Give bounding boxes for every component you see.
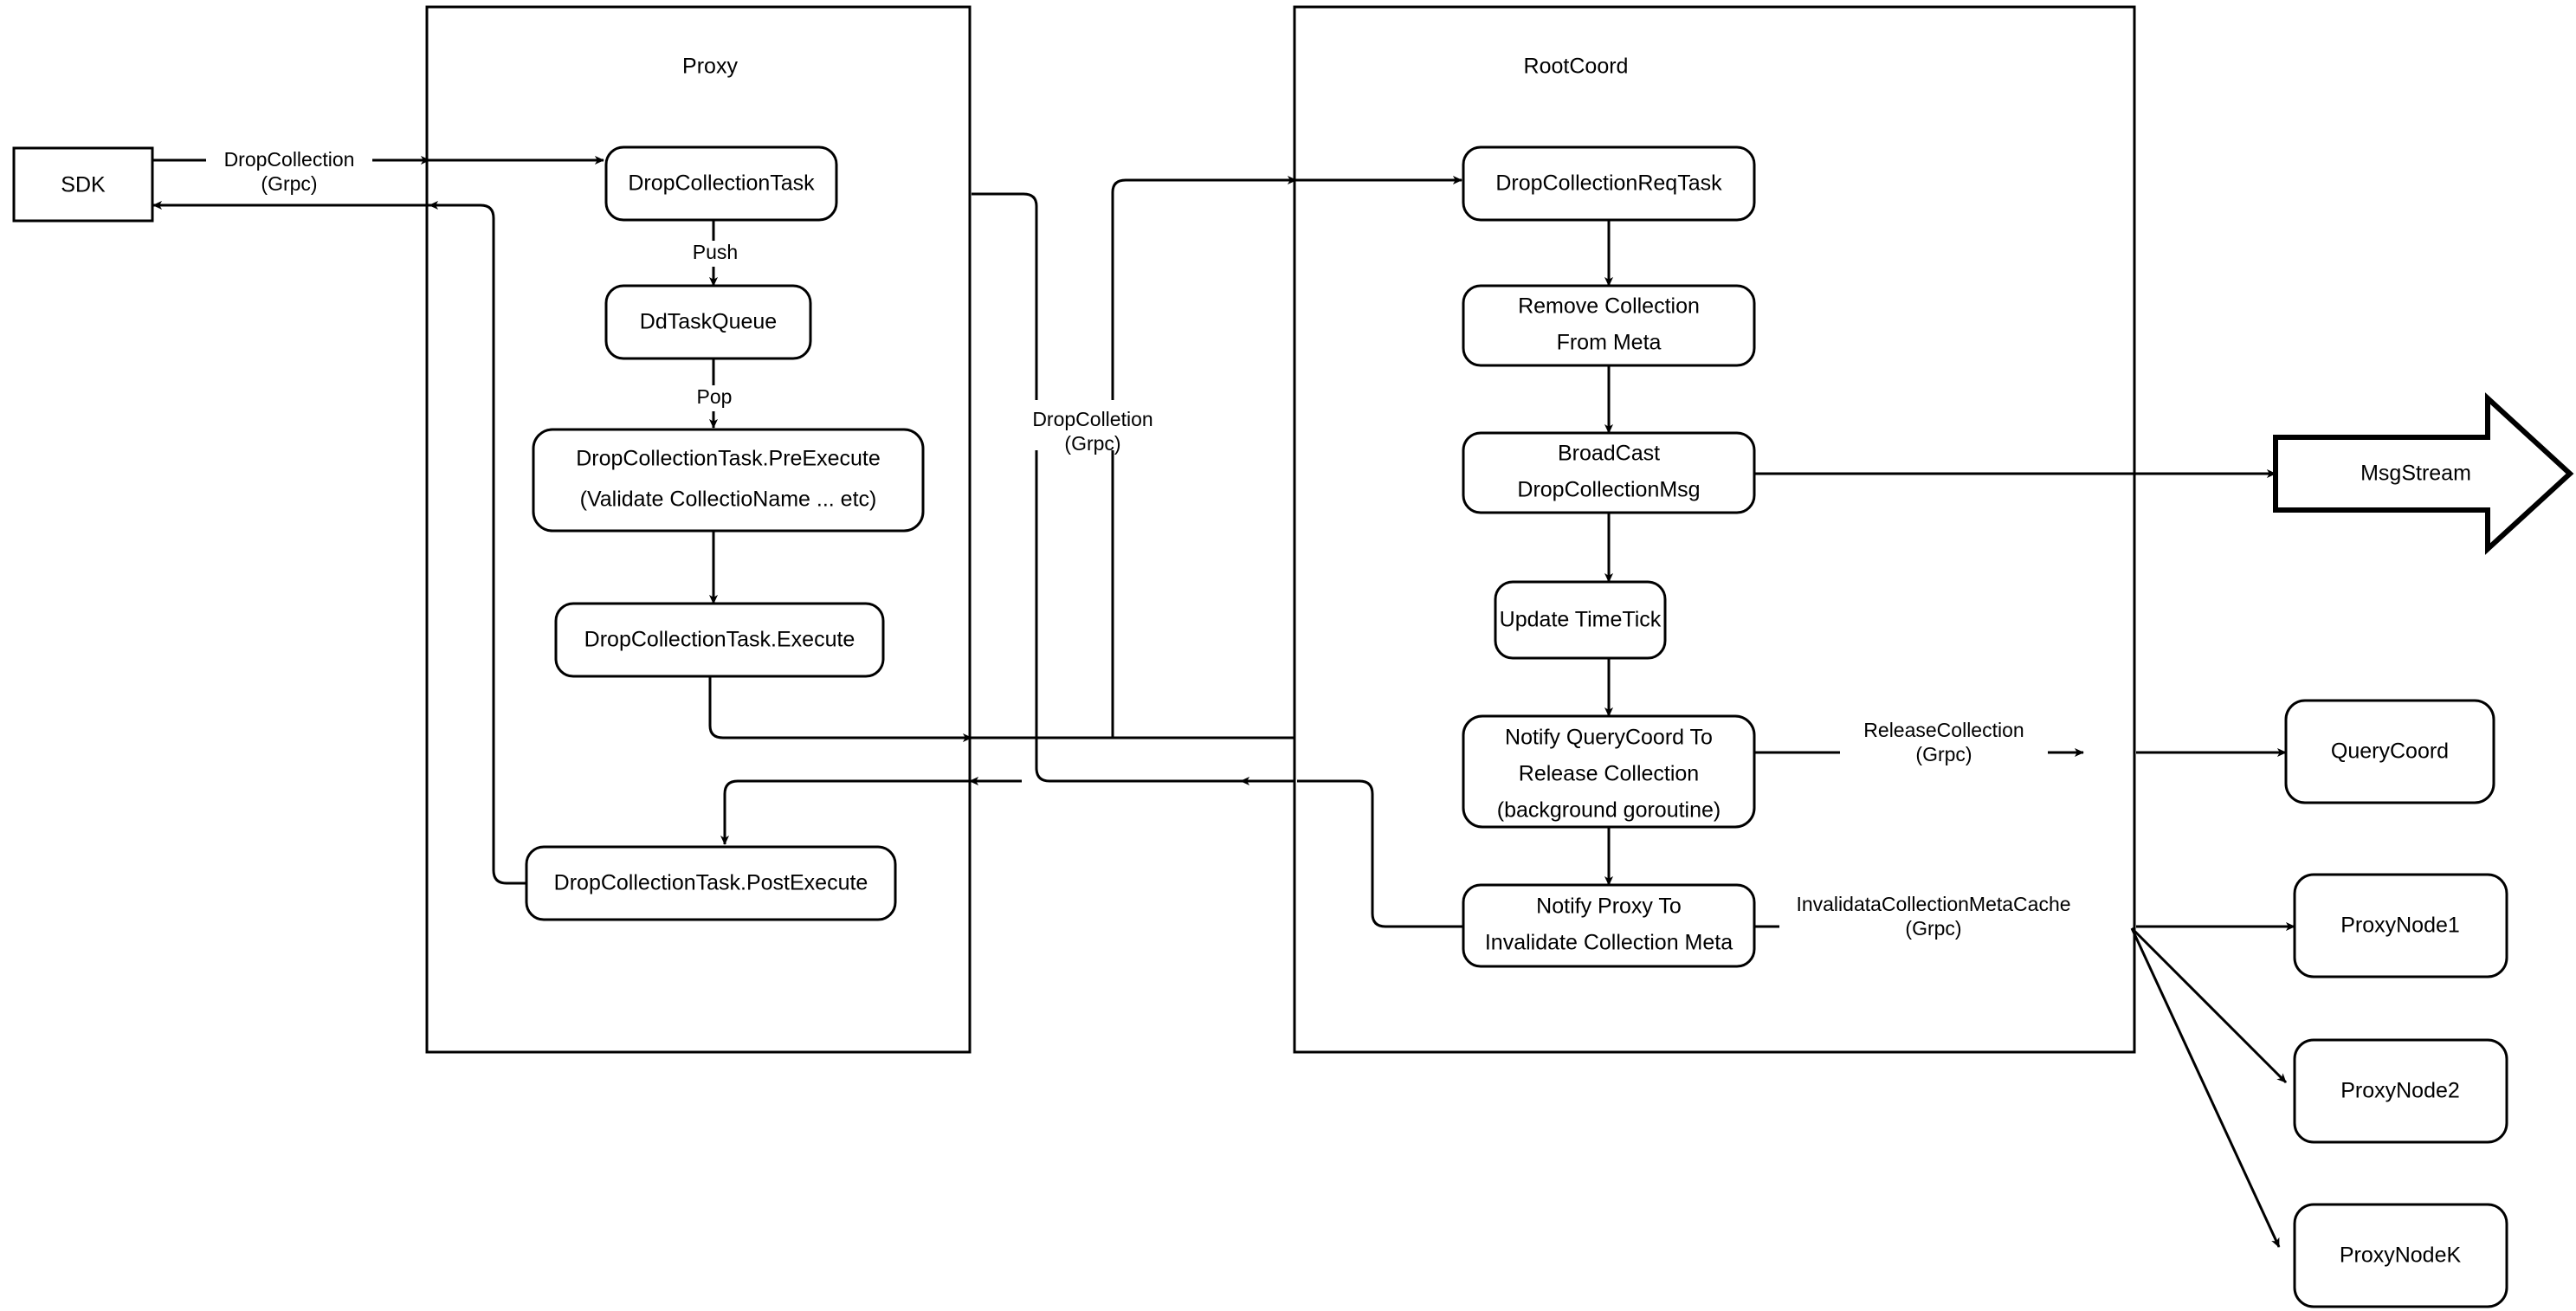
drop-collection-task-rect[interactable] [604,145,838,222]
label-bg-push [684,241,746,267]
proxynodek-label: ProxyNodeK [2340,1243,2462,1268]
label-invalidate-cache-line1: InvalidataCollectionMetaCache [1796,893,2070,915]
edge-label-pop: Pop [688,385,741,411]
edge-postexecute-to-sdk [152,200,530,885]
post-execute-rect[interactable] [525,845,897,921]
notify-querycoord-rect[interactable] [1462,714,1756,829]
notify-proxy-line1: Notify Proxy To [1536,894,1682,919]
label-bg-pop [688,385,741,411]
drop-collection-task-label: DropCollectionTask [628,171,815,196]
edge-into-postexecute [720,779,970,845]
node-dd-task-queue[interactable]: DdTaskQueue [604,284,812,360]
node-sdk[interactable]: SDK [12,146,154,223]
notify-querycoord-line1: Notify QueryCoord To [1505,726,1713,750]
edge-to-proxynode2 [2130,927,2288,1084]
node-notify-proxy[interactable]: Notify Proxy To Invalidate Collection Me… [1462,883,1756,968]
broadcast-drop-collection-msg-rect[interactable] [1462,431,1756,514]
node-remove-collection-from-meta[interactable]: Remove Collection From Meta [1462,284,1756,367]
edge-label-release-collection: ReleaseCollection (Grpc) [1840,710,2048,765]
pre-execute-label-line1: DropCollectionTask.PreExecute [576,447,881,471]
querycoord-rect[interactable] [2284,699,2495,804]
node-querycoord[interactable]: QueryCoord [2284,699,2495,804]
edge-label-proxy-to-rootcoord: DropColletion (Grpc) [1026,400,1199,455]
edge-label-push: Push [684,241,746,267]
update-timetick-label: Update TimeTick [1500,608,1662,632]
label-release-collection-line1: ReleaseCollection [1863,719,2024,741]
remove-collection-from-meta-line1: Remove Collection [1518,294,1700,319]
label-bg-sdk-to-proxy [206,140,372,191]
node-broadcast-drop-collection-msg[interactable]: BroadCast DropCollectionMsg [1462,431,1756,514]
msgstream-block-arrow[interactable] [2273,392,2574,555]
rootcoord-container-label: RootCoord [1524,55,1629,79]
proxynodek-rect[interactable] [2293,1203,2508,1308]
node-post-execute[interactable]: DropCollectionTask.PostExecute [525,845,897,921]
msgstream-label: MsgStream [2360,462,2471,486]
label-bg-invalidate-cache [1779,885,2088,935]
proxynode1-rect[interactable] [2293,873,2508,978]
dd-task-queue-rect[interactable] [604,284,812,360]
proxynode2-rect[interactable] [2293,1038,2508,1144]
label-sdk-to-proxy-line2: (Grpc) [261,172,317,195]
update-timetick-rect[interactable] [1494,580,1667,660]
node-proxynodek[interactable]: ProxyNodeK [2293,1203,2508,1308]
drop-collection-req-task-label: DropCollectionReqTask [1495,171,1722,196]
proxynode1-label: ProxyNode1 [2340,914,2460,938]
edge-proxy-to-rootcoord-vertical [1111,178,1294,738]
edge-to-proxynodek [2130,927,2281,1248]
edge-rootcoord-return-to-proxy [972,192,1241,783]
node-pre-execute[interactable]: DropCollectionTask.PreExecute (Validate … [532,428,925,533]
pre-execute-label-line2: (Validate CollectioName ... etc) [580,488,877,512]
post-execute-label: DropCollectionTask.PostExecute [554,871,868,895]
broadcast-line2: DropCollectionMsg [1517,478,1700,502]
execute-rect[interactable] [554,602,885,678]
node-proxynode2[interactable]: ProxyNode2 [2293,1038,2508,1144]
querycoord-label: QueryCoord [2331,739,2449,764]
label-pop: Pop [697,385,733,408]
remove-collection-from-meta-line2: From Meta [1557,331,1662,355]
notify-querycoord-line2: Release Collection [1519,762,1699,786]
label-proxy-to-rootcoord-line2: (Grpc) [1064,432,1120,455]
label-bg-release-collection [1840,710,2048,760]
label-bg-proxy-to-rootcoord [1026,400,1199,450]
proxynode2-label: ProxyNode2 [2340,1079,2460,1103]
edge-notify-proxy-back-to-exit [1297,779,1465,928]
drop-collection-req-task-rect[interactable] [1462,145,1756,222]
pre-execute-rect[interactable] [532,428,925,533]
label-release-collection-line2: (Grpc) [1915,743,1972,765]
node-proxynode1[interactable]: ProxyNode1 [2293,873,2508,978]
node-drop-collection-req-task[interactable]: DropCollectionReqTask [1462,145,1756,222]
node-execute[interactable]: DropCollectionTask.Execute [554,602,885,678]
label-sdk-to-proxy-line1: DropCollection [224,148,355,171]
dd-task-queue-label: DdTaskQueue [640,310,777,334]
proxy-container-label: Proxy [682,55,738,79]
node-drop-collection-task[interactable]: DropCollectionTask [604,145,838,222]
remove-collection-from-meta-rect[interactable] [1462,284,1756,367]
edge-label-invalidate-cache: InvalidataCollectionMetaCache (Grpc) [1779,885,2088,940]
broadcast-line1: BroadCast [1558,442,1660,466]
sdk-rect[interactable] [12,146,154,223]
notify-proxy-rect[interactable] [1462,883,1756,968]
execute-label: DropCollectionTask.Execute [584,628,855,652]
edge-label-sdk-to-proxy: DropCollection (Grpc) [206,140,372,195]
label-push: Push [693,241,738,263]
node-notify-querycoord[interactable]: Notify QueryCoord To Release Collection … [1462,714,1756,829]
node-update-timetick[interactable]: Update TimeTick [1494,580,1667,660]
label-proxy-to-rootcoord-line1: DropColletion [1032,408,1152,430]
label-invalidate-cache-line2: (Grpc) [1905,917,1961,940]
edge-execute-to-proxy-right [708,675,1294,739]
sdk-label: SDK [61,173,106,197]
node-msgstream[interactable]: MsgStream [2273,392,2574,555]
notify-proxy-line2: Invalidate Collection Meta [1485,931,1733,955]
notify-querycoord-line3: (background goroutine) [1497,798,1721,823]
